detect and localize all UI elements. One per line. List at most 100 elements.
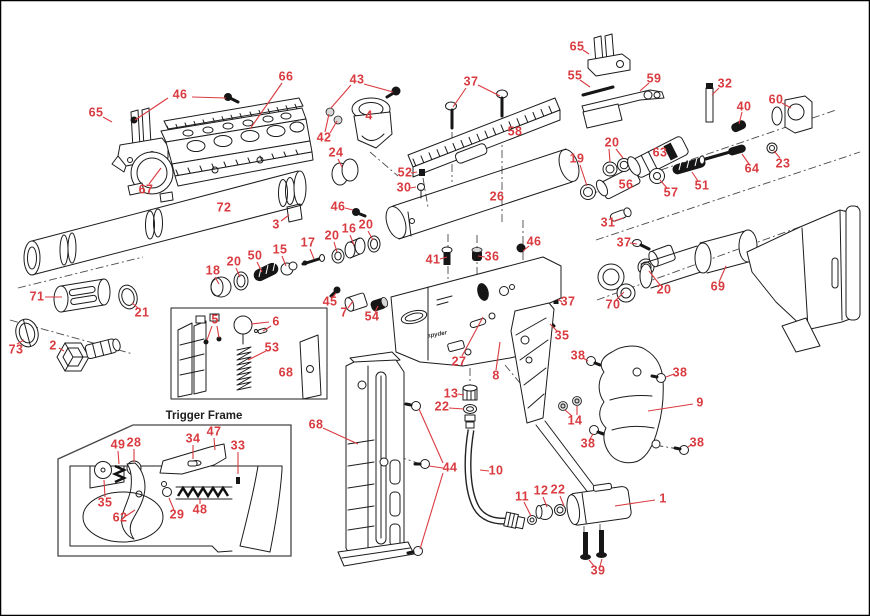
callout-37: 37: [561, 294, 576, 308]
leader-line-6: [262, 325, 272, 332]
screw-icon: [583, 532, 588, 556]
callout-18: 18: [206, 263, 221, 277]
leader-line-65: [582, 49, 590, 55]
leader-line-5: [206, 325, 213, 341]
callout-26: 26: [490, 189, 505, 203]
callout-55: 55: [568, 68, 583, 82]
callout-20: 20: [325, 228, 340, 242]
leader-line-70: [615, 291, 625, 301]
callout-50: 50: [248, 248, 263, 262]
leader-line-42: [329, 120, 338, 134]
leader-line-66: [249, 82, 283, 130]
leader-line-24: [337, 158, 343, 168]
artwork: [15, 33, 861, 567]
leader-line-12: [542, 496, 548, 508]
callout-32: 32: [718, 76, 733, 90]
callout-8: 8: [492, 368, 499, 382]
sight-rail-drawing: [407, 89, 561, 199]
spring-icon: [672, 157, 706, 175]
trigger: [121, 462, 146, 540]
callout-64: 64: [745, 161, 760, 175]
leader-line-13: [457, 393, 465, 396]
leader-line-46: [191, 96, 227, 99]
asa-body: [566, 482, 632, 526]
oring-icon: [233, 271, 249, 291]
callout-46: 46: [331, 199, 346, 213]
callout-35: 35: [555, 328, 570, 342]
callout-5: 5: [211, 312, 218, 326]
leader-line-18: [214, 276, 220, 285]
callout-38: 38: [571, 348, 586, 362]
leader-line-10: [479, 469, 490, 472]
leader-line-47: [213, 437, 216, 451]
leader-line-5: [216, 325, 220, 339]
leader-line-44: [418, 408, 444, 464]
callout-20: 20: [605, 135, 620, 149]
leader-line-11: [523, 501, 532, 517]
leader-line-39: [599, 558, 603, 567]
leader-line-54: [374, 305, 379, 313]
screw-icon: [391, 86, 401, 96]
callout-65: 65: [89, 105, 104, 119]
leader-line-50: [256, 261, 263, 273]
leader-line-20: [615, 148, 624, 159]
striker-rod: [700, 150, 732, 162]
leader-line-65: [102, 116, 113, 123]
pin-icon: [581, 85, 615, 97]
pin-icon: [705, 87, 714, 123]
callout-45: 45: [323, 294, 338, 308]
oring-icon: [554, 504, 566, 516]
callout-34: 34: [186, 431, 201, 445]
callout-12: 12: [534, 483, 549, 497]
oring-icon: [766, 142, 778, 154]
set-screw-icon: [419, 169, 425, 176]
plug-icon: [731, 120, 747, 133]
callout-3: 3: [272, 217, 279, 231]
detent-bracket: [286, 203, 303, 223]
leader-line-46: [344, 207, 354, 211]
callout-15: 15: [273, 242, 288, 256]
callout-35: 35: [98, 495, 113, 509]
pin-icon: [609, 207, 632, 222]
callout-65: 65: [570, 39, 585, 53]
valve-parts-drawing: [210, 235, 389, 312]
leader-line-35: [103, 479, 106, 498]
callout-11: 11: [515, 489, 529, 503]
gasline-asa-drawing: [462, 384, 632, 560]
screw-icon: [443, 252, 451, 265]
oring-icon: [367, 235, 381, 253]
callout-60: 60: [769, 92, 784, 106]
spring-icon: [176, 485, 230, 499]
screw-icon: [516, 243, 526, 253]
mag-button: [233, 315, 253, 335]
leader-line-44: [419, 472, 444, 550]
leader-line-41: [439, 256, 448, 260]
barrel-drawing: [23, 158, 367, 276]
leader-line-6: [250, 321, 270, 325]
callout-46: 46: [173, 87, 188, 101]
leader-line-55: [579, 79, 591, 88]
leader-line-16: [349, 234, 355, 246]
leader-line-3: [280, 214, 290, 222]
receiver-logo-text: spyder: [427, 330, 448, 339]
leader-line-31: [613, 217, 624, 222]
callout-38: 38: [673, 365, 688, 379]
callout-70: 70: [606, 297, 621, 311]
callout-37: 37: [617, 235, 632, 249]
leader-line-7: [347, 300, 354, 309]
callout-39: 39: [591, 563, 606, 577]
leader-line-60: [781, 102, 792, 109]
leader-line-38: [665, 373, 675, 378]
callout-14: 14: [568, 413, 583, 427]
callout-27: 27: [452, 354, 467, 368]
leader-line-35: [549, 323, 558, 332]
leader-line-37: [629, 242, 638, 245]
leader-line-2: [58, 347, 65, 352]
leader-line-8: [495, 341, 501, 371]
callout-38: 38: [581, 436, 596, 450]
leader-line-30: [409, 186, 417, 189]
callout-57: 57: [664, 185, 679, 199]
screw-icon: [333, 286, 341, 294]
leader-line-23: [773, 150, 781, 159]
screw-icon: [586, 356, 596, 366]
